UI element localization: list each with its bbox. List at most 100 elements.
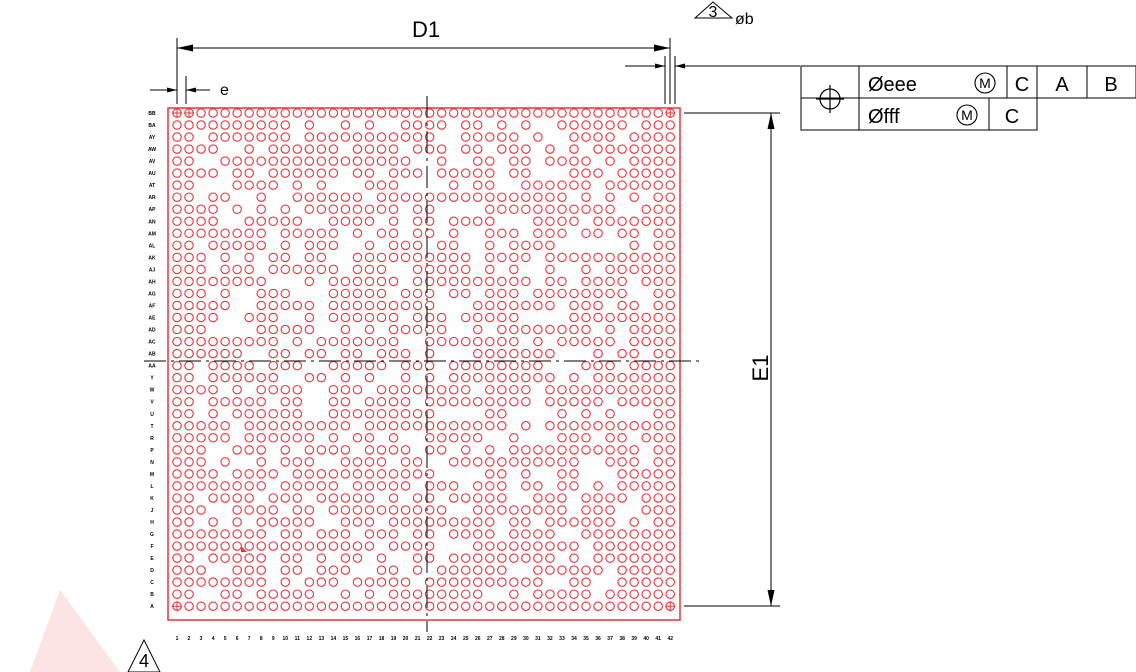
ball [581,384,591,395]
ball [665,493,675,503]
ball [244,541,254,551]
ball [196,601,206,611]
ball [232,336,242,347]
ball [436,517,447,527]
ball [485,156,495,166]
ball [232,445,242,455]
ball [388,216,399,227]
ball [569,120,579,130]
ball [665,384,675,395]
ball [653,360,663,371]
ball [557,517,567,527]
ball [653,481,663,491]
ball [617,348,627,359]
ball [292,529,303,539]
ball [364,541,375,551]
ball [665,288,675,299]
ball [653,445,663,455]
ball [328,396,339,407]
ball [448,589,459,599]
ball [460,553,471,563]
row-label: AM [148,231,156,237]
ball [280,204,291,214]
ball [256,156,266,166]
ball [232,589,242,599]
ball [268,336,278,347]
ball [268,421,278,431]
ball [545,240,555,251]
ball [304,312,315,323]
ball [629,565,639,575]
ball [521,192,531,202]
ball [328,529,339,539]
ball [533,505,543,515]
ball [557,408,567,419]
row-label: N [150,460,154,466]
ball [509,192,519,202]
ball [364,204,375,214]
ball [280,396,291,407]
ball [485,505,495,515]
ball [328,601,339,611]
ball [268,216,278,227]
ball [509,505,519,515]
ball [424,204,435,214]
ball [605,336,615,347]
ball [268,180,278,190]
ball [412,517,423,527]
ball [424,421,435,431]
ball [424,529,435,539]
ball [232,180,242,190]
ball [340,300,351,311]
ball [641,384,651,395]
ball [436,589,447,599]
ball [328,505,339,515]
ball [472,541,483,551]
ball [509,601,519,611]
ball [581,421,591,431]
ball [220,372,230,383]
ball [232,493,242,503]
ball [557,541,567,551]
fcf-row2-datum-1: C [1005,106,1019,128]
ball [172,156,182,166]
ball [653,240,663,251]
ball [184,517,194,527]
ball [533,348,543,359]
ball [472,180,483,190]
ball [304,517,315,527]
ball [232,553,242,563]
ball [208,120,218,130]
row-label: Y [150,376,154,382]
ball [581,529,591,539]
ball [256,565,266,575]
ball [292,168,303,178]
ball [460,565,471,575]
ball [581,276,591,287]
ball [328,132,339,142]
ball [220,288,230,299]
ball [184,348,194,359]
ball [653,228,663,239]
ball [448,517,459,527]
ball [184,360,194,371]
ball [485,421,495,431]
ball [593,517,603,527]
ball [569,336,579,347]
ball [304,144,315,154]
ball [593,312,603,323]
ball [172,204,182,214]
ball [653,457,663,467]
ball [316,252,327,263]
ball [533,204,543,214]
ball [304,192,315,202]
ball [581,156,591,166]
ball [400,300,411,311]
ball [557,421,567,431]
ball [533,192,543,202]
ball [304,481,315,491]
ball [208,168,218,178]
ball [388,529,399,539]
ball [292,180,303,190]
